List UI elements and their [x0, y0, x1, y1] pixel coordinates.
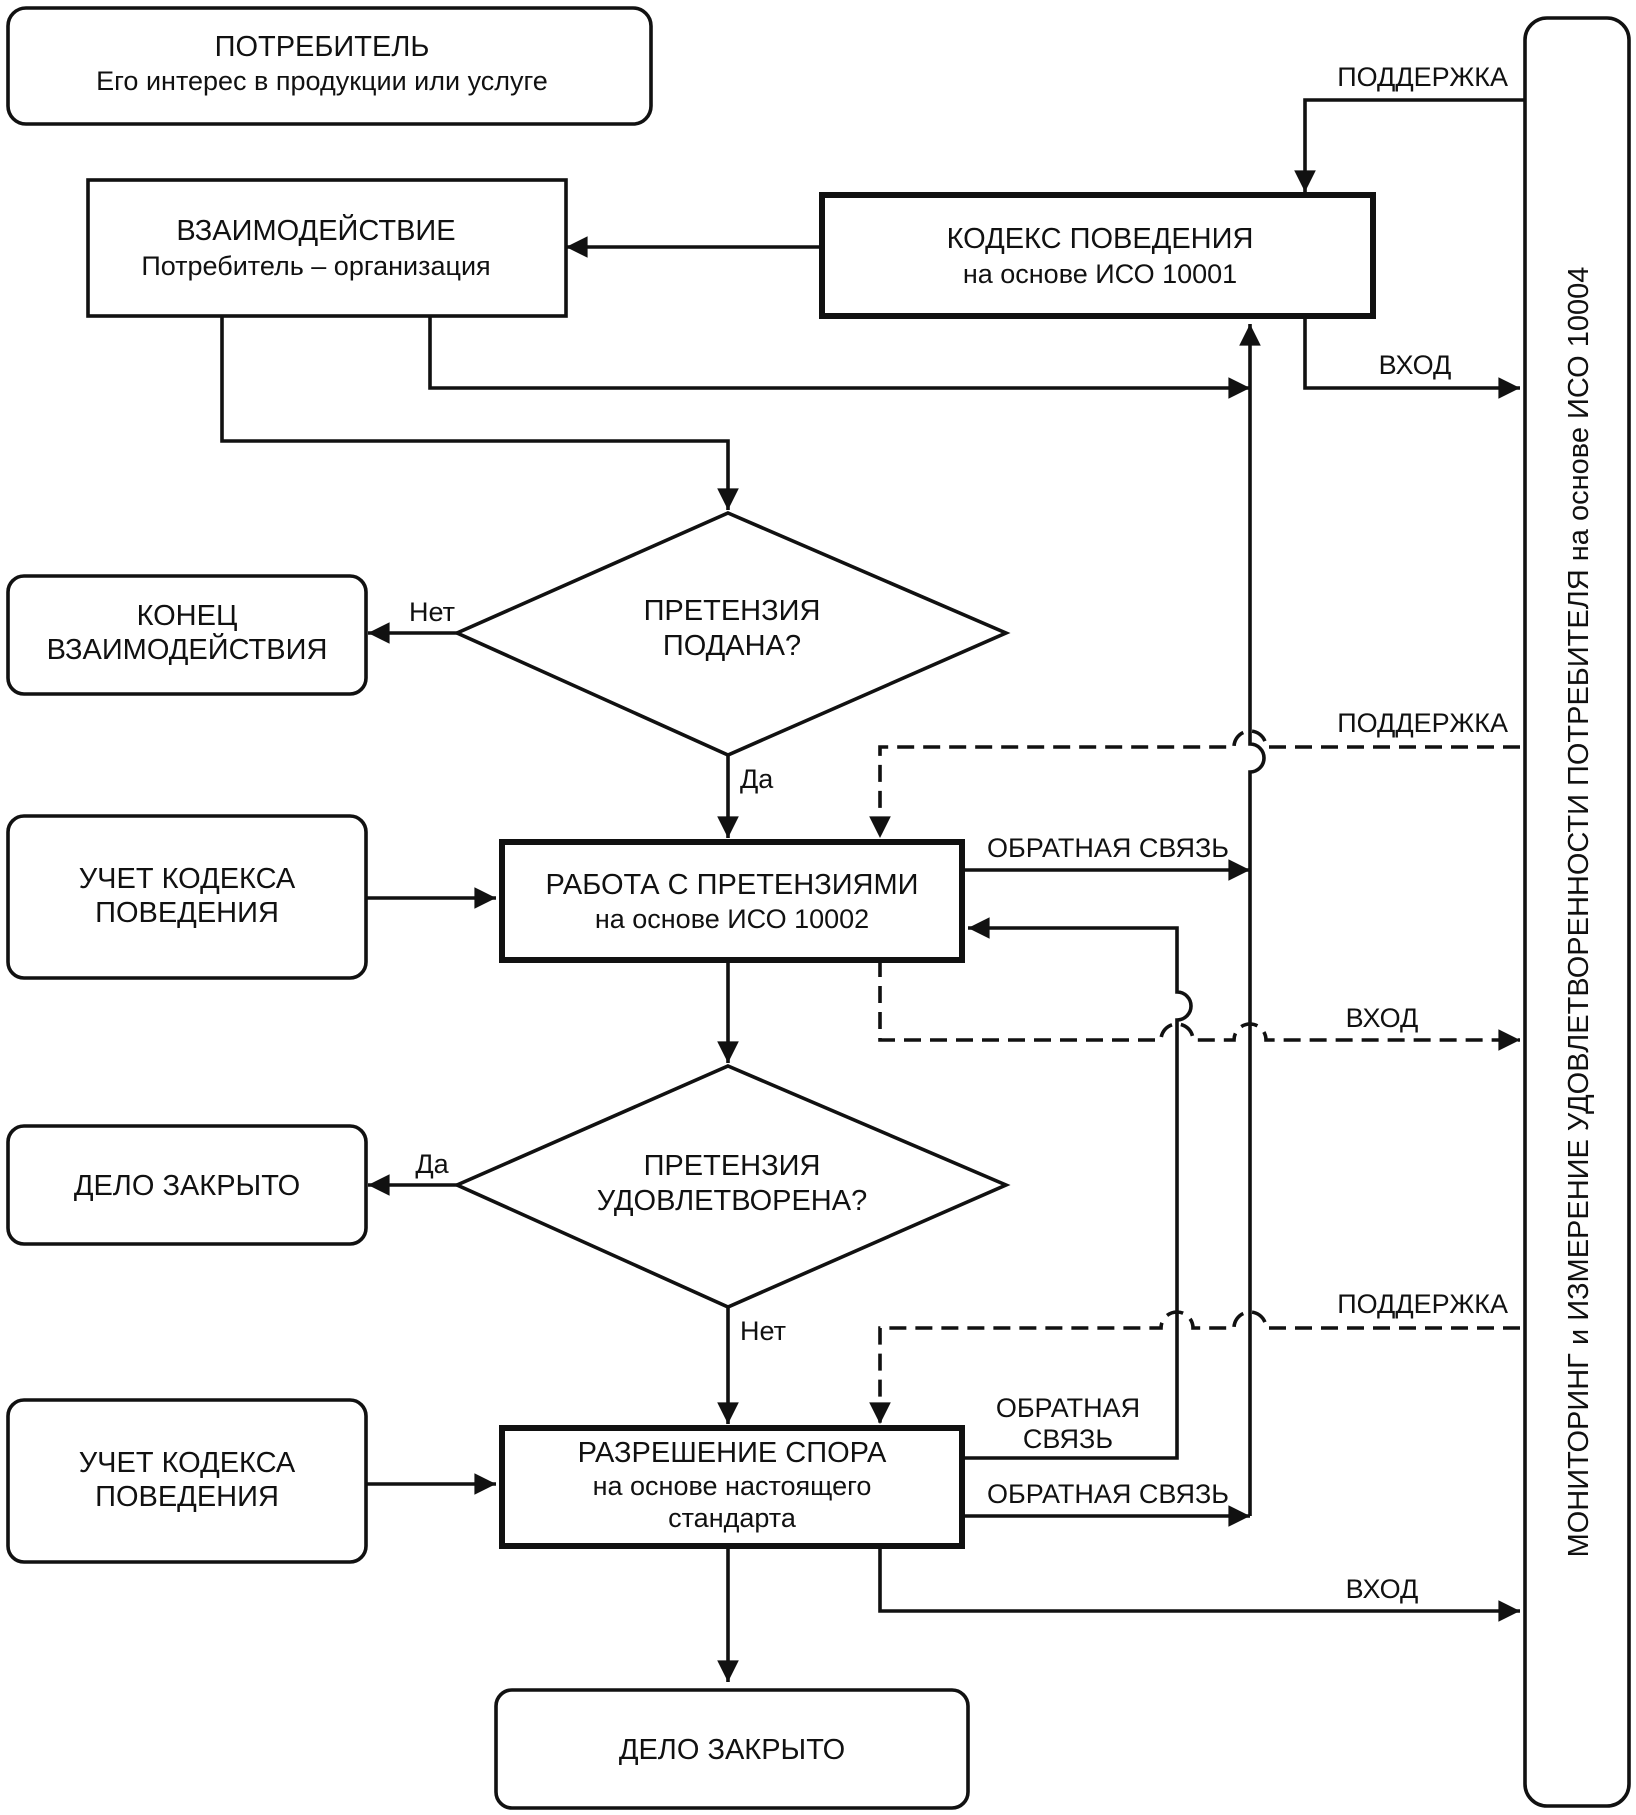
code-account-1-line1: УЧЕТ КОДЕКСА	[79, 863, 296, 895]
case-closed-box-2: ДЕЛО ЗАКРЫТО	[494, 1688, 970, 1810]
dispute-resolution-line1: РАЗРЕШЕНИЕ СПОРА	[578, 1437, 887, 1469]
case-closed-1-label: ДЕЛО ЗАКРЫТО	[74, 1170, 300, 1202]
code-account-1-line2: ПОВЕДЕНИЯ	[95, 897, 279, 929]
end-interaction-line2: ВЗАИМОДЕЙСТВИЯ	[47, 632, 328, 666]
dispute-resolution-line3: стандарта	[668, 1503, 797, 1533]
input-arrow-complaints	[878, 960, 1520, 1051]
code-account-2-line2: ПОВЕДЕНИЯ	[95, 1481, 279, 1513]
complaints-handling-subtitle: на основе ИСО 10002	[595, 904, 869, 934]
decision2-yes-label: Да	[415, 1149, 449, 1179]
code-account-2-line1: УЧЕТ КОДЕКСА	[79, 1447, 296, 1479]
feedback-label-3: ОБРАТНАЯ СВЯЗЬ	[987, 1479, 1229, 1509]
arrow-interaction-to-feedback	[428, 316, 1250, 399]
consumer-title: ПОТРЕБИТЕЛЬ	[215, 31, 430, 63]
feedback-label-2-line1: ОБРАТНАЯ	[996, 1393, 1140, 1423]
connectors	[220, 98, 1525, 1682]
input-arrow-code	[1303, 316, 1520, 399]
case-closed-box-1: ДЕЛО ЗАКРЫТО	[6, 1124, 368, 1246]
decision-claim-filed: ПРЕТЕНЗИЯ ПОДАНА?	[452, 511, 1011, 757]
monitoring-label: МОНИТОРИНГ и ИЗМЕРЕНИЕ УДОВЛЕТВОРЕННОСТИ…	[1563, 267, 1595, 1558]
support-label-1: ПОДДЕРЖКА	[1337, 62, 1508, 92]
dispute-resolution-box: РАЗРЕШЕНИЕ СПОРА на основе настоящего ст…	[499, 1425, 965, 1549]
consumer-box: ПОТРЕБИТЕЛЬ Его интерес в продукции или …	[6, 6, 653, 126]
code-of-conduct-subtitle: на основе ИСО 10001	[963, 259, 1237, 289]
code-of-conduct-box: КОДЕКС ПОВЕДЕНИЯ на основе ИСО 10001	[819, 192, 1376, 319]
support-arrow-complaints	[869, 729, 1520, 838]
feedback-label-1: ОБРАТНАЯ СВЯЗЬ	[987, 833, 1229, 863]
input-label-3: ВХОД	[1346, 1574, 1419, 1604]
decision1-no-label: Нет	[409, 597, 455, 627]
feedback-label-2-line2: СВЯЗЬ	[1023, 1424, 1113, 1454]
feedback-line-vertical	[1239, 323, 1266, 1516]
decision2-no-label: Нет	[740, 1316, 786, 1346]
decision1-yes-label: Да	[740, 764, 774, 794]
decision-claim-satisfied: ПРЕТЕНЗИЯ УДОВЛЕТВОРЕНА?	[452, 1064, 1011, 1309]
support-label-2: ПОДДЕРЖКА	[1337, 708, 1508, 738]
input-label-2: ВХОД	[1346, 1003, 1419, 1033]
support-arrow-code	[1294, 98, 1525, 192]
flow-labels: ПОДДЕРЖКА ВХОД Нет Да ПОДДЕРЖКА ОБРАТНАЯ…	[409, 62, 1508, 1604]
arrow-interaction-to-decision1	[220, 316, 739, 511]
code-of-conduct-title: КОДЕКС ПОВЕДЕНИЯ	[947, 223, 1254, 255]
decision-claim-satisfied-line2: УДОВЛЕТВОРЕНА?	[597, 1185, 867, 1217]
decision-claim-filed-line1: ПРЕТЕНЗИЯ	[644, 595, 821, 627]
complaints-handling-title: РАБОТА С ПРЕТЕНЗИЯМИ	[546, 869, 919, 901]
end-interaction-line1: КОНЕЦ	[137, 600, 238, 632]
decision-claim-satisfied-line1: ПРЕТЕНЗИЯ	[644, 1150, 821, 1182]
code-account-box-1: УЧЕТ КОДЕКСА ПОВЕДЕНИЯ	[6, 814, 368, 980]
decision-claim-filed-line2: ПОДАНА?	[663, 630, 801, 662]
code-account-box-2: УЧЕТ КОДЕКСА ПОВЕДЕНИЯ	[6, 1398, 368, 1564]
complaints-handling-box: РАБОТА С ПРЕТЕНЗИЯМИ на основе ИСО 10002	[499, 839, 965, 963]
interaction-subtitle: Потребитель – организация	[141, 251, 490, 281]
dispute-resolution-line2: на основе настоящего	[593, 1471, 872, 1501]
input-label-1: ВХОД	[1379, 350, 1452, 380]
monitoring-box: МОНИТОРИНГ и ИЗМЕРЕНИЕ УДОВЛЕТВОРЕННОСТИ…	[1523, 16, 1631, 1808]
case-closed-2-label: ДЕЛО ЗАКРЫТО	[619, 1734, 845, 1766]
interaction-title: ВЗАИМОДЕЙСТВИЕ	[176, 213, 455, 247]
feedback-arrow-to-complaints	[962, 917, 1193, 1460]
interaction-box: ВЗАИМОДЕЙСТВИЕ Потребитель – организация	[86, 178, 568, 318]
consumer-subtitle: Его интерес в продукции или услуге	[96, 66, 548, 96]
support-label-3: ПОДДЕРЖКА	[1337, 1289, 1508, 1319]
support-arrow-dispute	[869, 1310, 1520, 1424]
input-arrow-dispute	[878, 1546, 1520, 1622]
end-interaction-box: КОНЕЦ ВЗАИМОДЕЙСТВИЯ	[6, 574, 368, 696]
